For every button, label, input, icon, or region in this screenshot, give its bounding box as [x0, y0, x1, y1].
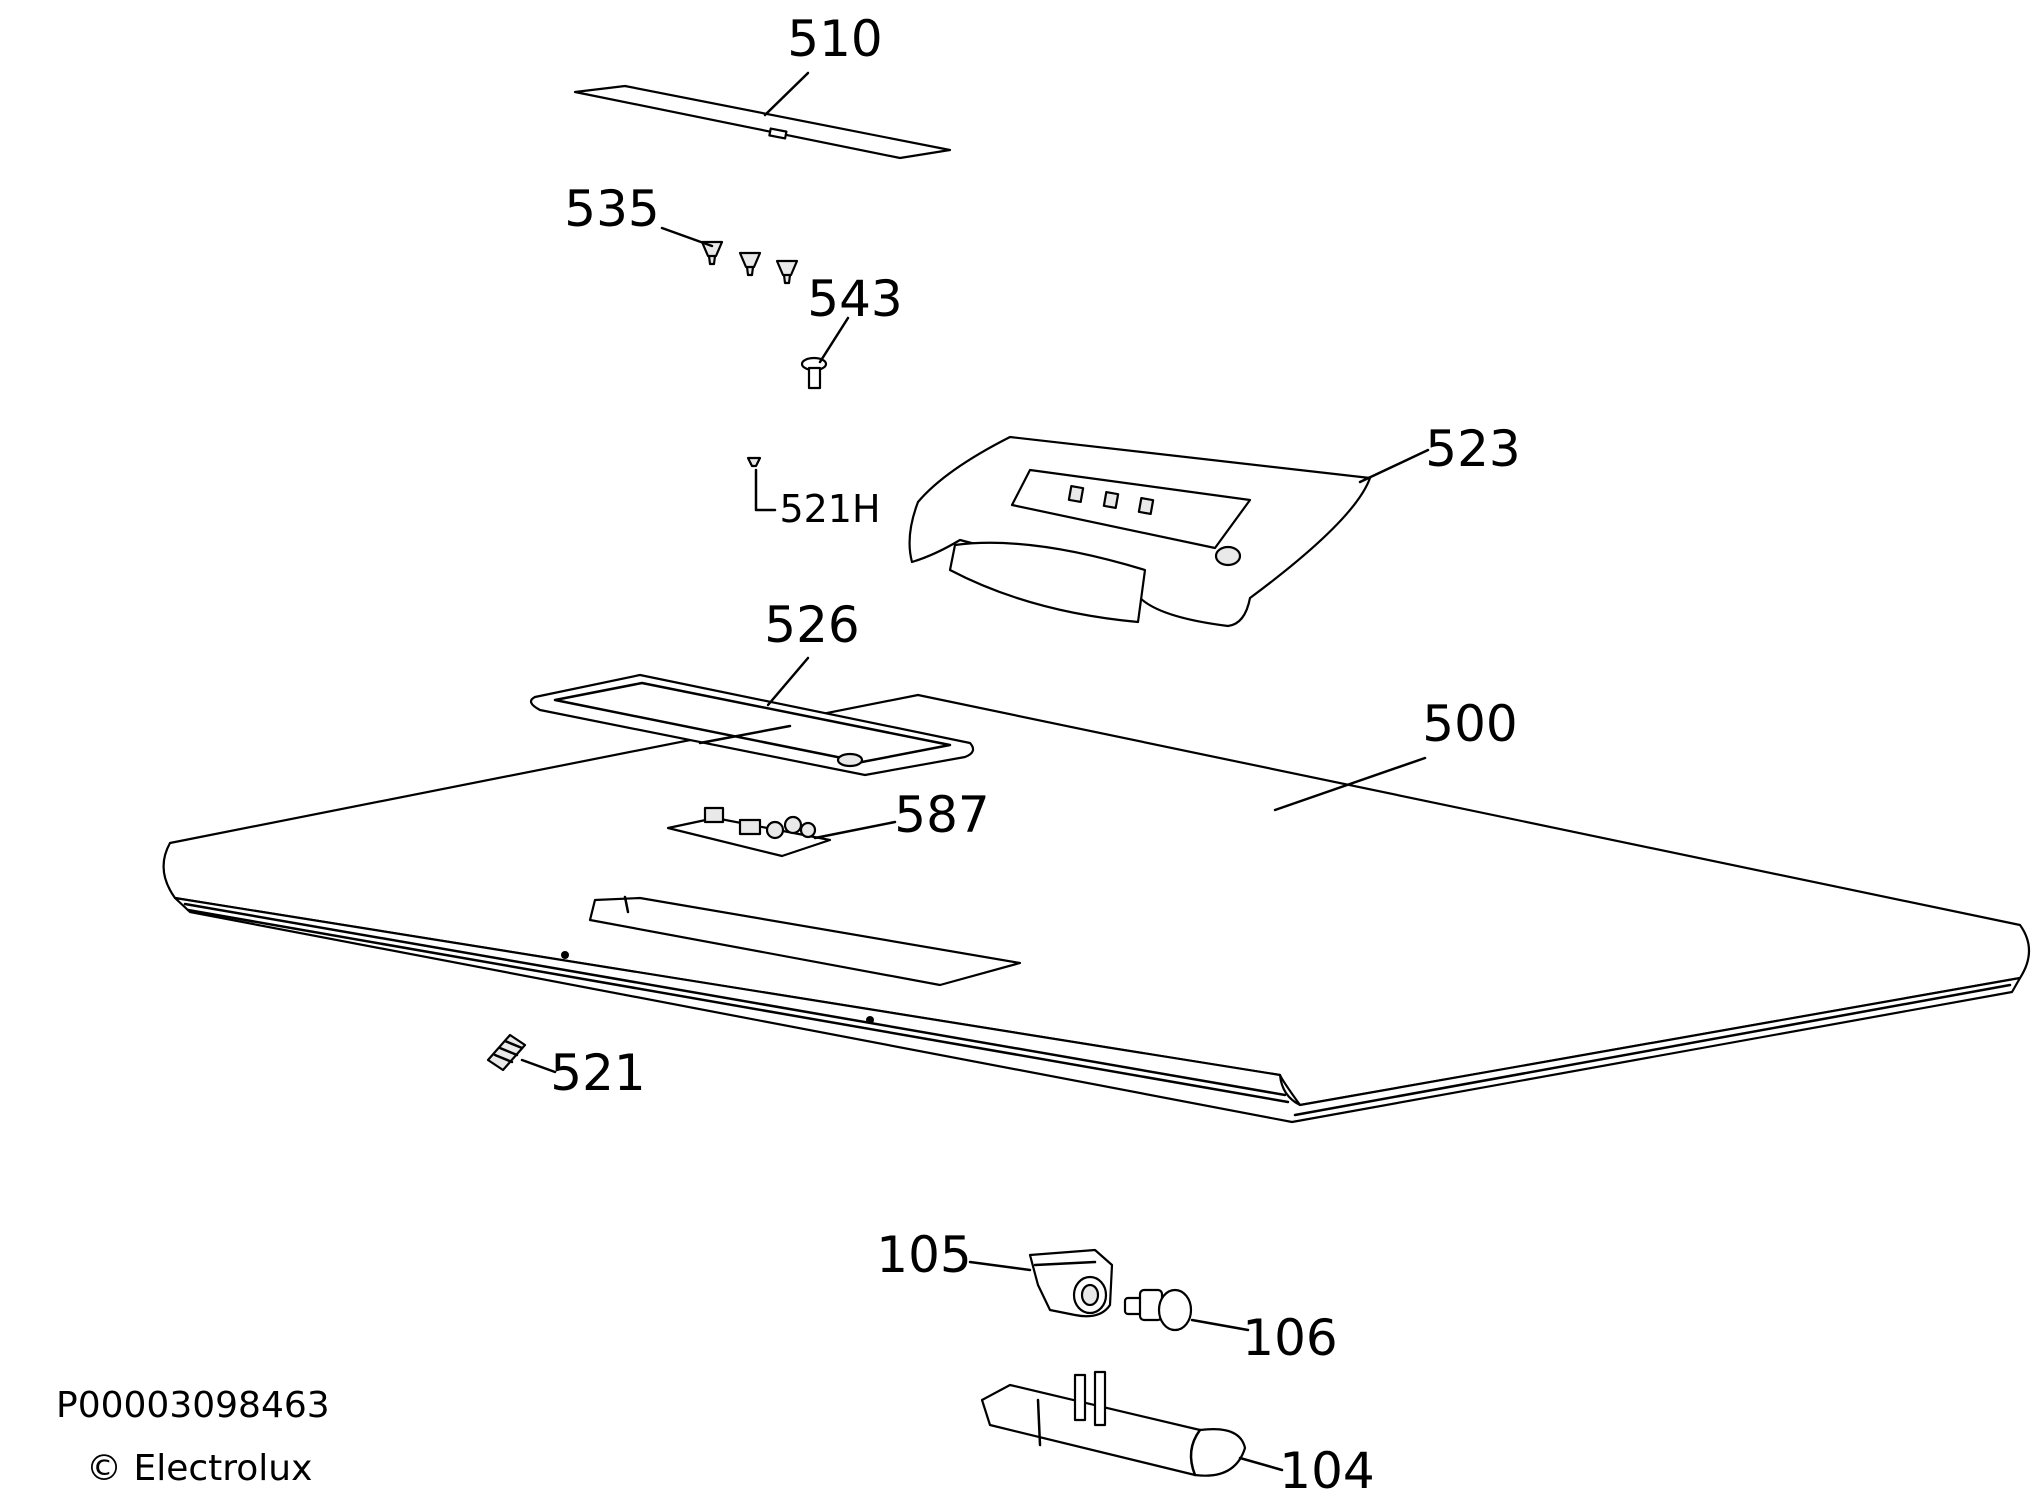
part-543-screw: [800, 356, 828, 390]
label-510: 510: [787, 10, 882, 68]
label-523: 523: [1425, 420, 1520, 478]
footer-copyright: © Electrolux: [86, 1448, 313, 1489]
label-526: 526: [764, 596, 859, 654]
part-105-hinge-bracket: [1028, 1248, 1114, 1318]
label-521: 521: [550, 1044, 645, 1102]
part-104-end-cap: [980, 1370, 1247, 1477]
label-521h: 521H: [779, 487, 880, 531]
part-106-pin: [1123, 1288, 1193, 1332]
label-105: 105: [876, 1226, 971, 1284]
part-523-control-panel: [908, 435, 1372, 628]
part-535-screws: [700, 240, 799, 285]
board-hole-left: [561, 951, 569, 959]
part-521-screw: [486, 1033, 527, 1072]
label-104: 104: [1279, 1442, 1374, 1500]
label-543: 543: [807, 270, 902, 328]
label-535: 535: [564, 180, 659, 238]
label-587: 587: [894, 786, 989, 844]
part-526-gasket: [529, 673, 975, 777]
label-500: 500: [1422, 695, 1517, 753]
leader-lines: [520, 71, 1430, 1472]
part-510-cover-strip: [573, 84, 952, 160]
part-587-circuit-board: [666, 806, 832, 858]
label-106: 106: [1242, 1309, 1337, 1367]
part-521h-screw: [746, 456, 762, 468]
board-hole-right: [866, 1016, 874, 1024]
part-500-top-board: [162, 693, 2031, 1124]
footer-part-number: P00003098463: [56, 1385, 330, 1426]
